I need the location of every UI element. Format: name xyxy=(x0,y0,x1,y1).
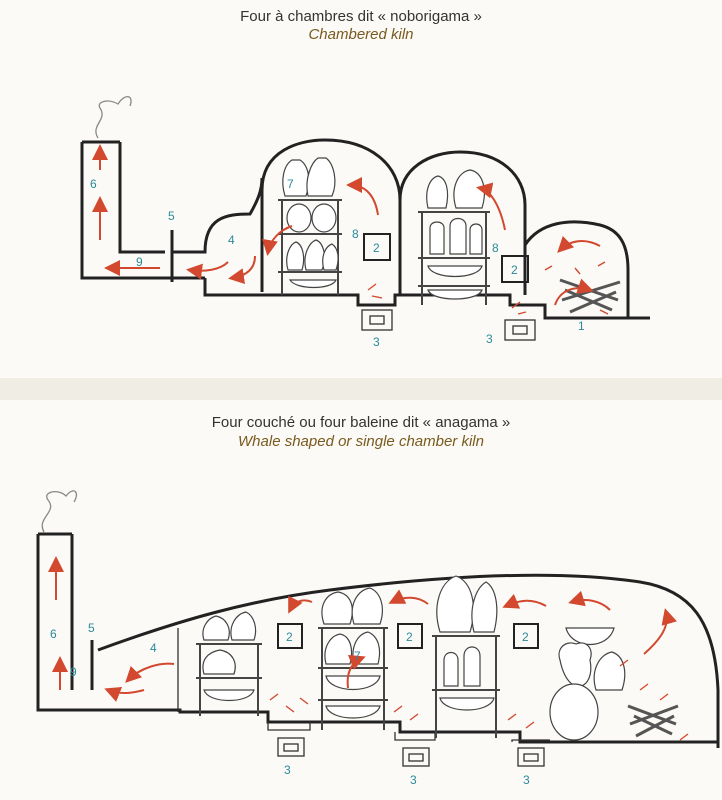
ware-shelves-chamber-two xyxy=(418,169,490,305)
spy-hole xyxy=(501,255,529,283)
anagama-title-en: Whale shaped or single chamber kiln xyxy=(238,433,484,450)
stoke-hole xyxy=(402,747,430,767)
label-3: 3 xyxy=(410,773,417,787)
label-5: 5 xyxy=(168,209,175,223)
stoke-hole xyxy=(277,737,305,757)
kiln-floor xyxy=(203,278,650,320)
label-2: 2 xyxy=(286,630,293,644)
section-divider-band xyxy=(0,378,722,400)
anagama-title-fr: Four couché ou four baleine dit « anagam… xyxy=(211,414,511,431)
noborigama-diagram: 1 2 2 3 3 4 5 6 7 8 8 9 xyxy=(80,96,650,349)
noborigama-title-en: Chambered kiln xyxy=(308,26,414,43)
chamber-two-wall xyxy=(398,150,527,295)
label-8: 8 xyxy=(352,227,359,241)
spy-hole xyxy=(277,623,303,649)
label-1: 1 xyxy=(578,319,585,333)
label-7: 7 xyxy=(354,649,361,663)
label-9: 9 xyxy=(70,665,77,679)
label-2: 2 xyxy=(373,241,380,255)
smoke-icon xyxy=(41,490,78,533)
ware-shelves-middle xyxy=(318,587,388,730)
label-4: 4 xyxy=(228,233,235,247)
spy-hole xyxy=(513,623,539,649)
label-2: 2 xyxy=(522,630,529,644)
spy-hole xyxy=(363,233,391,261)
kiln-floor xyxy=(38,708,718,744)
label-8: 8 xyxy=(492,241,499,255)
label-5: 5 xyxy=(88,621,95,635)
chimney xyxy=(80,142,205,280)
anagama-diagram: 2 2 2 3 3 3 4 5 6 7 9 xyxy=(36,490,720,787)
smoke-icon xyxy=(95,96,132,139)
label-3: 3 xyxy=(523,773,530,787)
stoke-hole-right xyxy=(504,319,536,341)
chamber-one-wall xyxy=(260,138,402,295)
chimney-inner xyxy=(118,142,165,254)
label-3: 3 xyxy=(284,763,291,777)
label-6: 6 xyxy=(90,177,97,191)
large-ware-near-firebox xyxy=(549,627,626,741)
label-3: 3 xyxy=(486,332,493,346)
ware-shelves-left xyxy=(196,611,262,716)
ware-shelves-right xyxy=(432,575,500,738)
kiln-vault xyxy=(97,573,720,748)
stoke-hole-left xyxy=(361,309,393,331)
stoke-hole xyxy=(517,747,545,767)
chimney xyxy=(36,534,110,712)
heat-flow-arrows xyxy=(92,144,601,306)
firebox-wall xyxy=(523,220,630,318)
firewood-logs xyxy=(627,704,679,738)
flame-marks xyxy=(269,659,689,741)
label-4: 4 xyxy=(150,641,157,655)
ware-shelves-chamber-one xyxy=(278,157,342,295)
label-6: 6 xyxy=(50,627,57,641)
firewood-logs xyxy=(559,278,621,314)
spy-hole xyxy=(397,623,423,649)
label-3: 3 xyxy=(373,335,380,349)
label-2: 2 xyxy=(511,263,518,277)
flue-chamber-wall xyxy=(172,177,264,254)
label-7: 7 xyxy=(287,177,294,191)
flame-marks xyxy=(367,261,609,315)
label-9: 9 xyxy=(136,255,143,269)
noborigama-title-fr: Four à chambres dit « noborigama » xyxy=(240,8,482,25)
heat-flow-arrows xyxy=(48,556,677,702)
label-2: 2 xyxy=(406,630,413,644)
